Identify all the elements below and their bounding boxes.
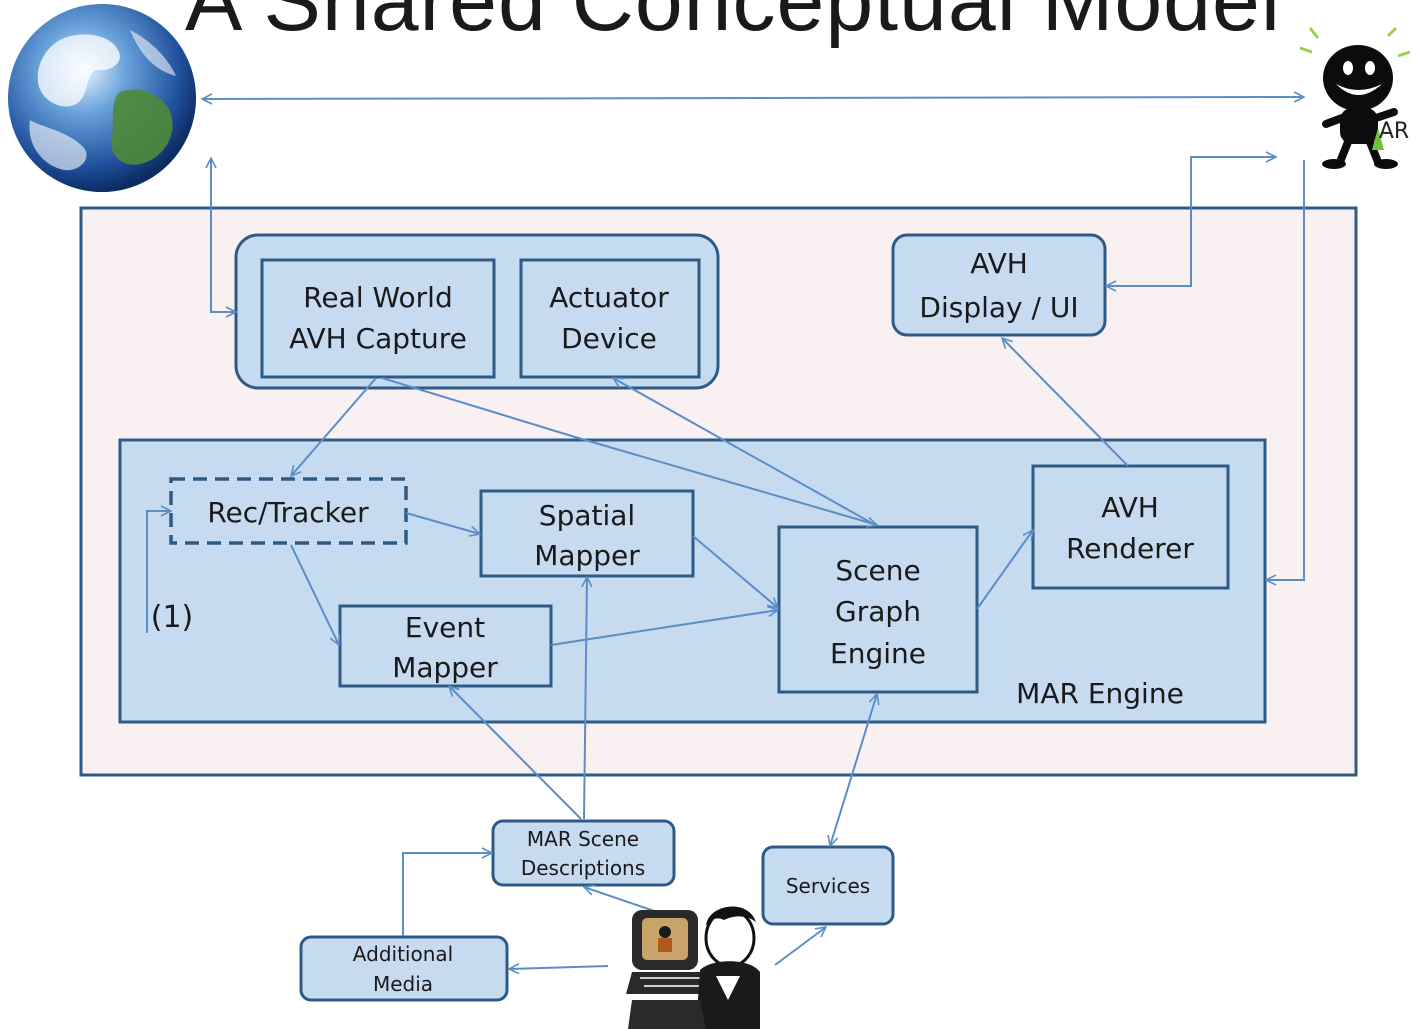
author-media-arrow	[509, 966, 609, 969]
earth-capture-arrow	[211, 158, 236, 312]
additional-media-box: Additional Media	[299, 935, 509, 1002]
additional-media-line2: Media	[373, 972, 433, 996]
avh-display-ui-box: AVH Display / UI	[891, 233, 1107, 337]
avh-renderer-box: AVH Renderer	[1031, 464, 1230, 590]
event-mapper-line1: Event	[405, 611, 485, 644]
mar-scene-line1: MAR Scene	[527, 827, 639, 851]
user-engine-arrow	[1266, 160, 1305, 580]
real-world-capture-line2: AVH Capture	[289, 322, 467, 355]
rec-tracker-label: Rec/Tracker	[207, 496, 369, 529]
scene-graph-line2: Graph	[835, 595, 921, 628]
capture-tracker-arrow	[291, 377, 377, 476]
loop-label: (1)	[151, 600, 194, 635]
actuator-scene-arrow	[613, 378, 878, 527]
services-label: Services	[786, 874, 870, 898]
capture-scene-arrow	[381, 377, 877, 525]
media-scene-desc-arrow	[402, 853, 492, 936]
tracker-loop-arrow	[146, 511, 171, 633]
avh-renderer-line2: Renderer	[1066, 532, 1194, 565]
earth-user-arrow	[202, 97, 1304, 99]
event-mapper-line2: Mapper	[392, 651, 498, 684]
scene-graph-line1: Scene	[835, 554, 920, 587]
spatial-mapper-line1: Spatial	[539, 499, 635, 532]
spatial-mapper-box: Spatial Mapper	[479, 489, 695, 578]
earth-globe-icon	[8, 4, 196, 192]
author-at-computer-icon	[626, 906, 760, 1029]
mar-engine-label: MAR Engine	[1016, 677, 1184, 710]
real-world-capture-box: Real World AVH Capture	[260, 258, 496, 379]
renderer-display-arrow	[1002, 338, 1129, 467]
additional-media-line1: Additional	[353, 942, 453, 966]
slide-title: A Shared Conceptual Model	[185, 0, 1281, 49]
real-world-capture-line1: Real World	[303, 281, 453, 314]
event-mapper-box: Event Mapper	[338, 604, 553, 688]
scene-desc-spatial-arrow	[584, 577, 587, 820]
services-scene-arrow	[830, 694, 877, 846]
actuator-device-line1: Actuator	[549, 281, 669, 314]
rec-tracker-box: Rec/Tracker	[169, 477, 408, 545]
scene-graph-line3: Engine	[830, 637, 926, 670]
scene-desc-event-arrow	[449, 686, 582, 820]
avh-renderer-line1: AVH	[1101, 491, 1159, 524]
mar-scene-line2: Descriptions	[521, 856, 645, 880]
scene-graph-engine-box: Scene Graph Engine	[777, 525, 979, 694]
avh-display-line2: Display / UI	[919, 291, 1078, 324]
mar-scene-descriptions-box: MAR Scene Descriptions	[491, 819, 676, 887]
author-scene-desc-arrow	[584, 887, 661, 914]
ar-badge-text: AR	[1379, 119, 1409, 144]
avh-display-line1: AVH	[970, 247, 1028, 280]
spatial-mapper-line2: Mapper	[534, 539, 640, 572]
event-scene-arrow	[550, 610, 778, 646]
tracker-event-arrow	[290, 544, 339, 645]
ar-user-smiley-icon: AR	[1299, 26, 1411, 169]
spatial-scene-arrow	[692, 535, 778, 608]
actuator-device-line2: Device	[561, 322, 657, 355]
tracker-spatial-arrow	[405, 512, 480, 534]
display-user-arrow	[1106, 157, 1276, 286]
scene-renderer-arrow	[976, 530, 1033, 610]
actuator-device-box: Actuator Device	[519, 258, 701, 379]
connectors	[146, 97, 1305, 969]
author-services-arrow	[774, 927, 826, 966]
services-box: Services	[761, 845, 895, 926]
